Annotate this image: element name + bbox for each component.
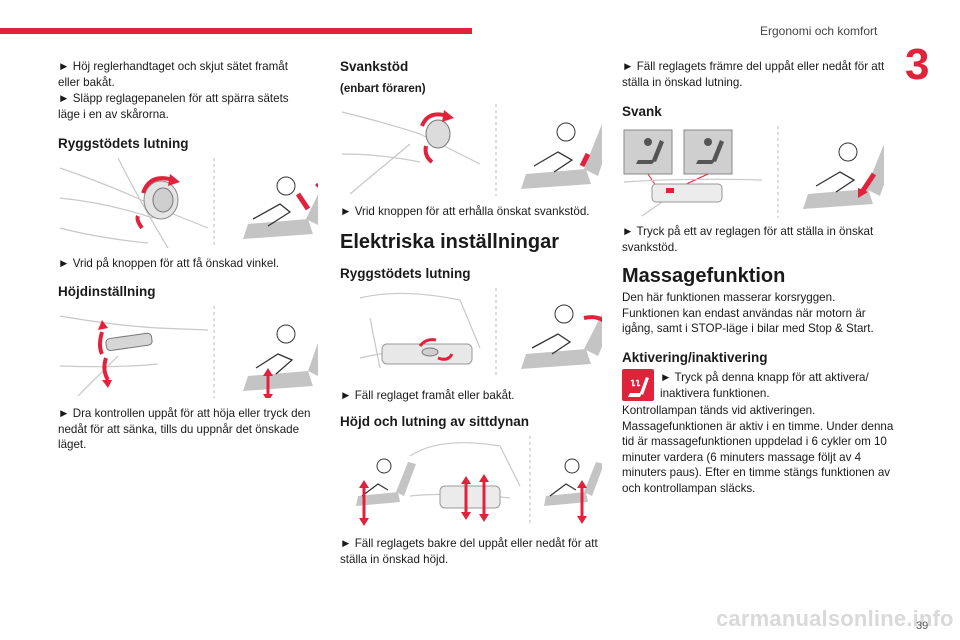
heading-ryggstod-lutning-el: Ryggstödets lutning xyxy=(340,266,471,281)
rygg-el-step: ► Fäll reglaget framåt eller bakåt. xyxy=(340,389,515,402)
sittdyna-step: ► Fäll reglagets bakre del uppåt eller n… xyxy=(340,537,598,566)
heading-svank: Svank xyxy=(622,104,662,119)
col3-top-step: ► Fäll reglagets främre del uppåt eller … xyxy=(622,60,885,89)
heading-elektriska-installningar: Elektriska inställningar xyxy=(340,231,559,253)
figure-lumbar-knob xyxy=(341,104,602,196)
page-number: 39 xyxy=(916,620,929,632)
figure-lumbar-buttons xyxy=(623,126,884,218)
figure-cushion-height xyxy=(356,436,602,526)
chapter-number: 3 xyxy=(905,40,930,89)
heading-ryggstod-lutning: Ryggstödets lutning xyxy=(58,136,189,151)
heading-hojd-lutning-sittdyna: Höjd och lutning av sittdynan xyxy=(340,414,529,429)
watermark: carmanualsonline.info xyxy=(716,606,954,631)
aktivering-step: ► Tryck på denna knapp för att aktivera/… xyxy=(660,371,869,400)
massage-button-icon xyxy=(622,369,654,401)
heading-massagefunktion: Massagefunktion xyxy=(622,265,786,287)
intro-step-2: ► Släpp reglagepanelen för att spärra sä… xyxy=(58,92,289,121)
figure-backrest-knob xyxy=(59,158,318,248)
hojd-step: ► Dra kontrollen uppåt för att höja elle… xyxy=(58,407,311,451)
figure-electric-backrest xyxy=(359,288,602,378)
heading-svankstod: Svankstöd xyxy=(340,59,409,74)
chapter-color-bar xyxy=(0,28,472,34)
heading-aktivering: Aktivering/inaktivering xyxy=(622,350,768,365)
intro-step-1: ► Höj reglerhandtaget och skjut sätet fr… xyxy=(58,60,288,89)
massage-description: Den här funktionen masserar korsryggen. … xyxy=(622,291,874,335)
aktivering-description: Kontrollampan tänds vid aktiveringen. Ma… xyxy=(622,404,894,495)
svank-step: ► Vrid knoppen för att erhålla önskat sv… xyxy=(340,205,590,218)
figure-height-lever xyxy=(59,306,318,398)
subheading-enbart-foraren: (enbart föraren) xyxy=(340,83,426,95)
heading-hojdinstallning: Höjdinställning xyxy=(58,284,156,299)
svank-col3-step: ► Tryck på ett av reglagen för att ställ… xyxy=(622,225,874,254)
chapter-title: Ergonomi och komfort xyxy=(760,24,878,38)
rygg-step: ► Vrid på knoppen för att få önskad vink… xyxy=(58,257,280,270)
